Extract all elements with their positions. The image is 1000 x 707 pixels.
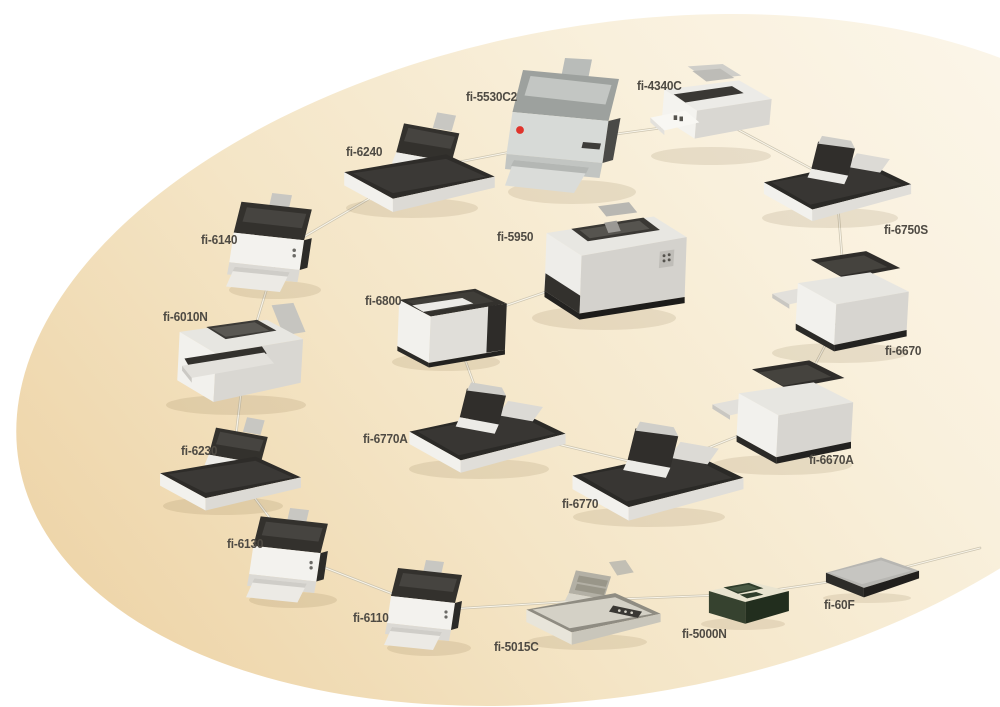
label-fi-6670A: fi-6670A <box>809 453 854 467</box>
label-fi-5015C: fi-5015C <box>494 640 539 654</box>
label-fi-6130: fi-6130 <box>227 537 264 551</box>
label-fi-6010N: fi-6010N <box>163 310 208 324</box>
label-fi-6750S: fi-6750S <box>884 223 929 237</box>
label-fi-6800: fi-6800 <box>365 294 402 308</box>
label-fi-5530C2: fi-5530C2 <box>466 90 518 104</box>
label-fi-6240: fi-6240 <box>346 145 383 159</box>
label-fi-5000N: fi-5000N <box>682 627 727 641</box>
label-fi-6770: fi-6770 <box>562 497 599 511</box>
label-fi-4340C: fi-4340C <box>637 79 682 93</box>
label-fi-6140: fi-6140 <box>201 233 238 247</box>
label-fi-6670: fi-6670 <box>885 344 922 358</box>
label-fi-6770A: fi-6770A <box>363 432 408 446</box>
label-fi-6110: fi-6110 <box>353 611 389 625</box>
scanner-image-fi-6800 <box>397 288 507 368</box>
label-fi-5950: fi-5950 <box>497 230 534 244</box>
label-fi-6230: fi-6230 <box>181 444 218 458</box>
label-fi-60F: fi-60F <box>824 598 855 612</box>
